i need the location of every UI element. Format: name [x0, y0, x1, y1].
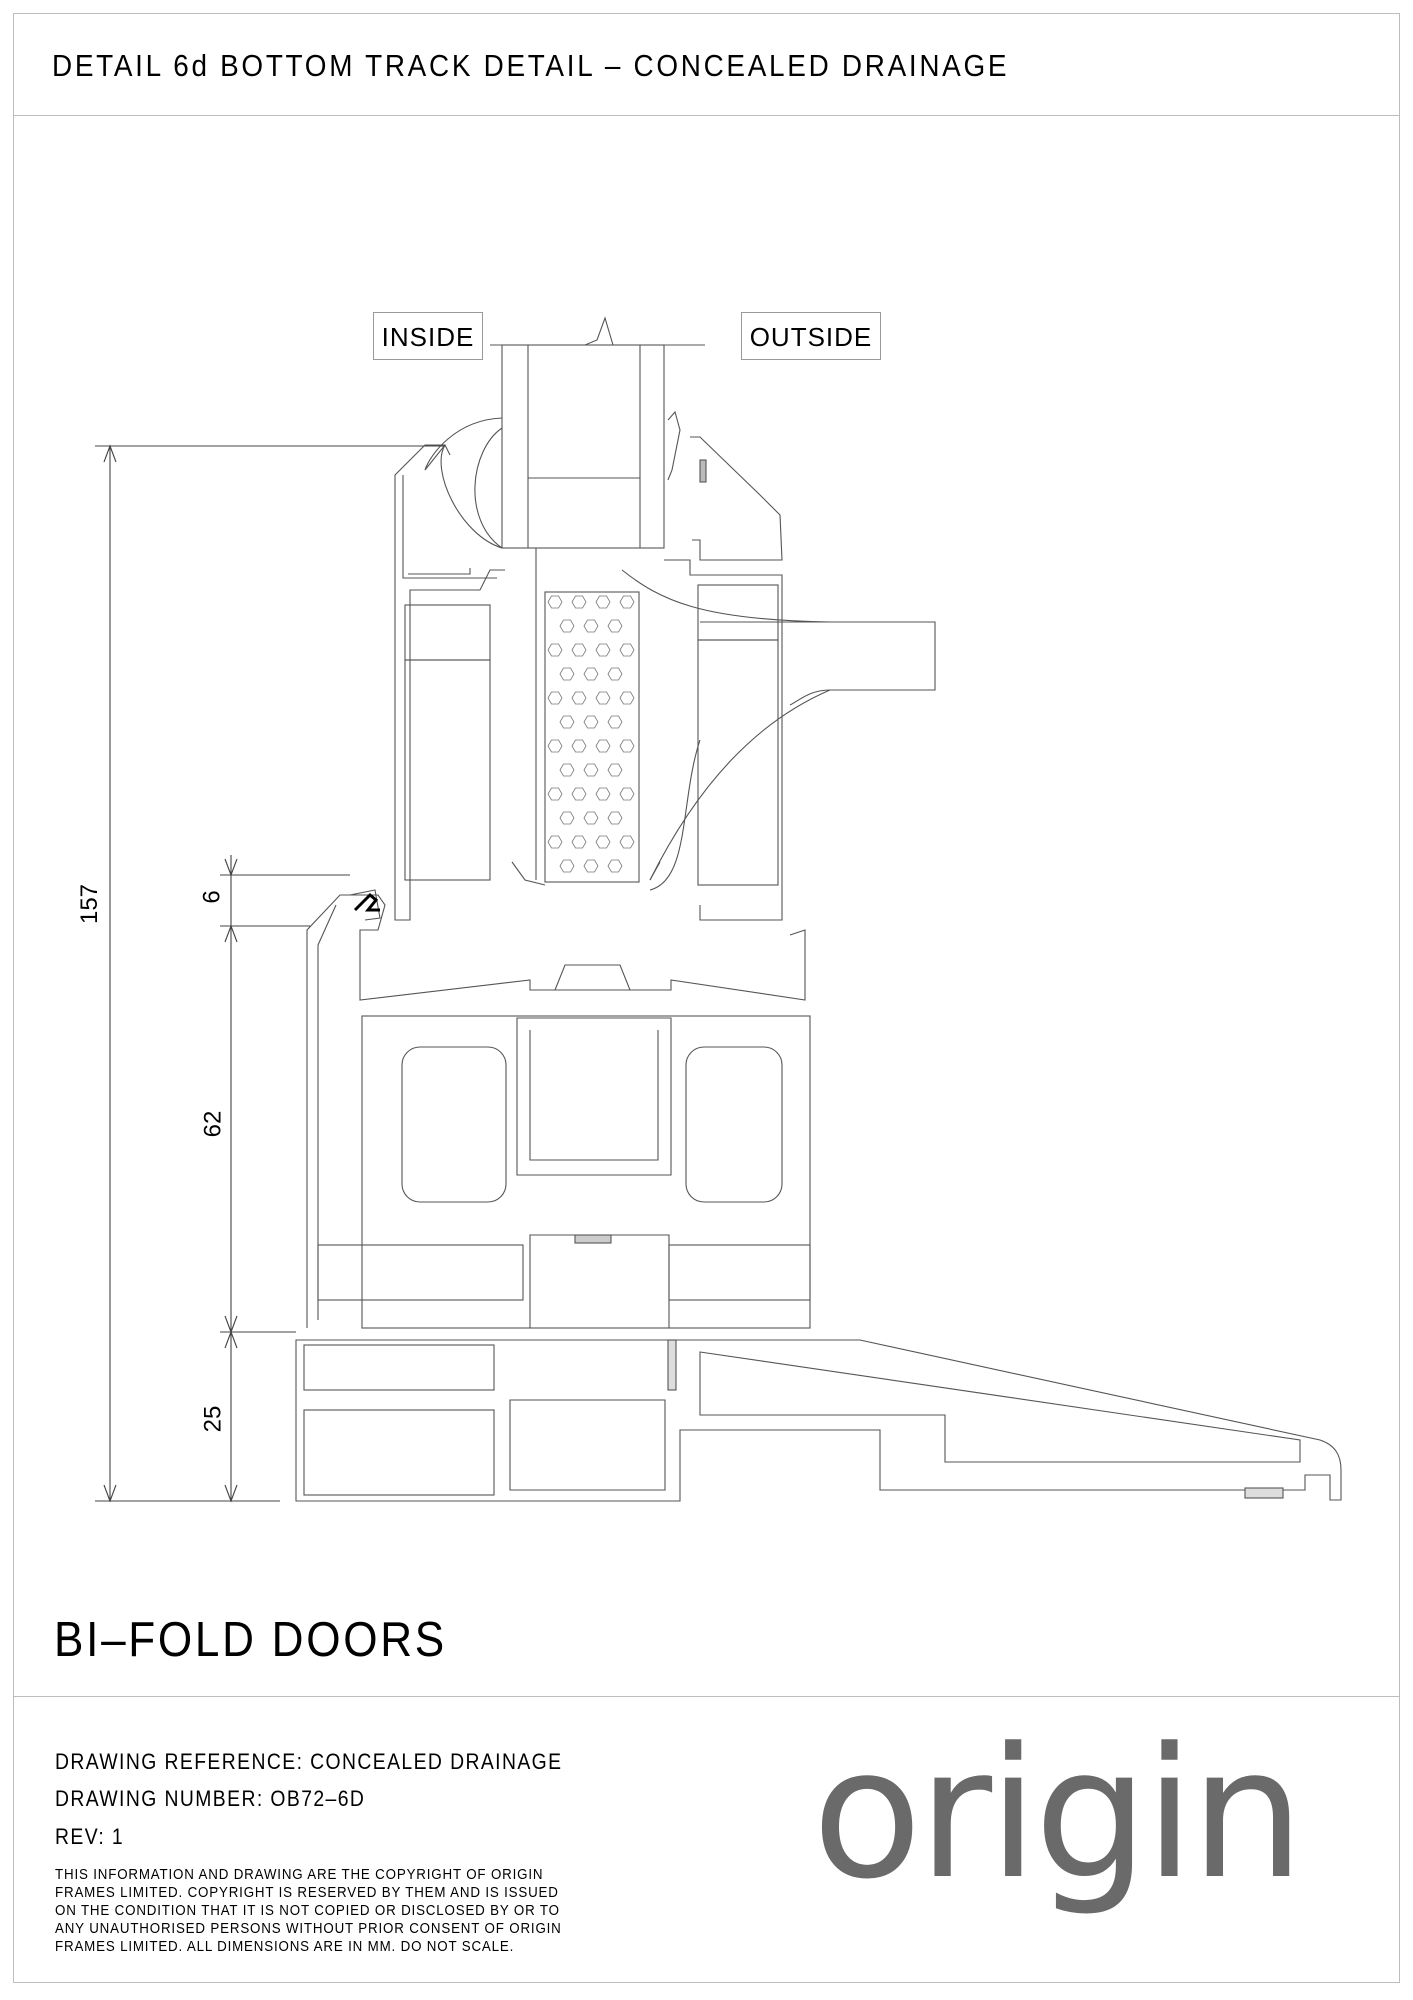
dimension-sill: 25 [199, 1405, 227, 1433]
disclaimer-line: FRAMES LIMITED. ALL DIMENSIONS ARE IN MM… [55, 1939, 515, 1955]
handle [621, 569, 936, 891]
revision: REV: 1 [55, 1824, 125, 1849]
sill [295, 1339, 1342, 1502]
disclaimer-line: ON THE CONDITION THAT IT IS NOT COPIED O… [55, 1903, 560, 1919]
disclaimer-line: ANY UNAUTHORISED PERSONS WITHOUT PRIOR C… [55, 1921, 562, 1937]
footer-divider [13, 1696, 1400, 1697]
disclaimer-line: FRAMES LIMITED. COPYRIGHT IS RESERVED BY… [55, 1885, 559, 1901]
insulation [544, 591, 640, 883]
honeycomb-pattern [547, 595, 635, 873]
copyright-disclaimer: THIS INFORMATION AND DRAWING ARE THE COP… [55, 1866, 562, 1956]
drain-gasket [353, 892, 380, 912]
dimension-lines [95, 444, 445, 1503]
bottom-track [306, 889, 811, 1329]
header-divider [13, 115, 1400, 116]
inside-label: INSIDE [373, 312, 483, 360]
drawing-number: DRAWING NUMBER: OB72–6D [55, 1786, 366, 1811]
sash-inside [394, 444, 505, 921]
dimension-gap: 6 [198, 890, 226, 904]
glass-unit [490, 316, 705, 880]
origin-logo: origin [812, 1710, 1304, 1919]
drawing-reference: DRAWING REFERENCE: CONCEALED DRAINAGE [55, 1749, 563, 1774]
disclaimer-line: THIS INFORMATION AND DRAWING ARE THE COP… [55, 1867, 544, 1883]
dimension-overall: 157 [76, 883, 104, 925]
dimension-track: 62 [199, 1110, 227, 1138]
detail-title: DETAIL 6d BOTTOM TRACK DETAIL – CONCEALE… [52, 48, 1010, 83]
outside-label: OUTSIDE [741, 312, 881, 360]
sheet-border [13, 13, 1400, 1983]
product-name: BI–FOLD DOORS [54, 1613, 447, 1667]
